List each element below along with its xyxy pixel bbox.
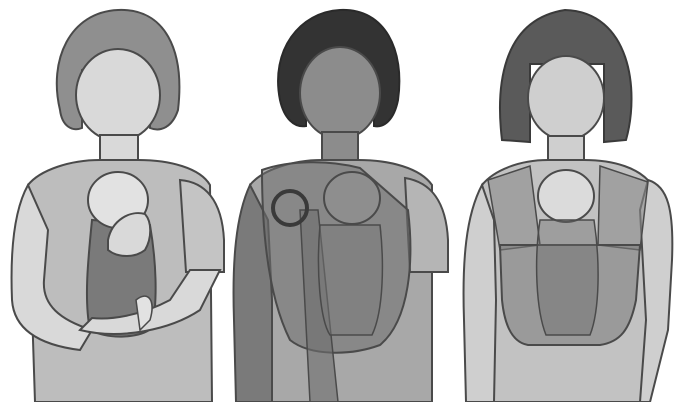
- face-shape: [528, 56, 604, 140]
- panel-2-woman-with-sling: [234, 10, 448, 402]
- left-arm-shape: [464, 185, 496, 402]
- baby-head-shape: [324, 172, 380, 224]
- right-sleeve-shape: [405, 178, 448, 272]
- face-shape: [300, 47, 380, 139]
- panel-1-woman-holding-baby: [12, 10, 224, 402]
- neck-shape: [322, 132, 358, 160]
- face-shape: [76, 49, 160, 141]
- neck-shape: [100, 135, 138, 160]
- baby-head-shape: [538, 170, 594, 222]
- panel-3-woman-with-structured-carrier: [464, 10, 673, 402]
- baby-body-shape: [537, 220, 598, 335]
- neck-shape: [548, 136, 584, 160]
- baby-body-shape: [318, 225, 382, 335]
- right-sleeve-shape: [180, 180, 224, 272]
